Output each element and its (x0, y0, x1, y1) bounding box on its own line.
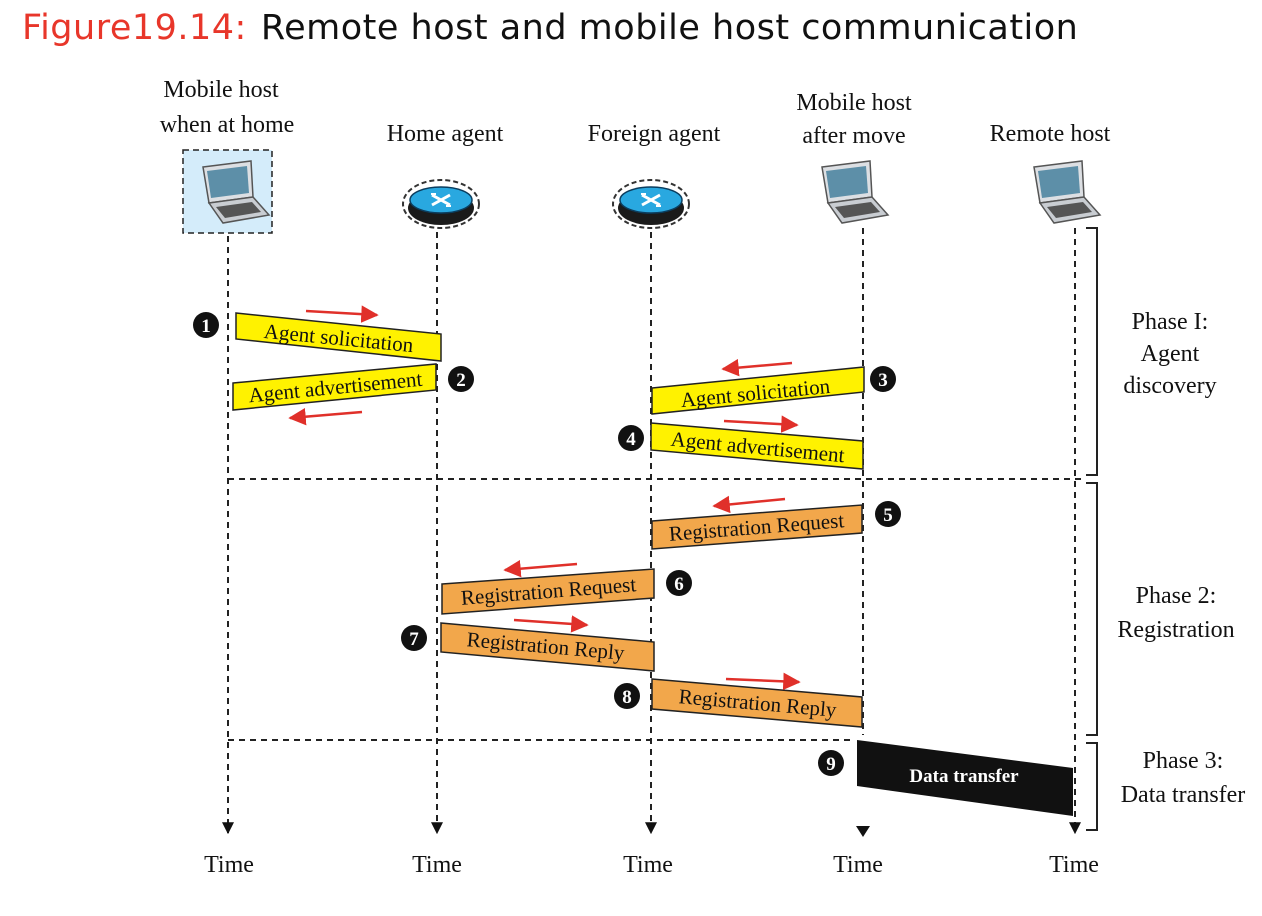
router-icon (611, 178, 691, 230)
direction-arrow (721, 358, 793, 377)
message-7: Registration Reply 7 (401, 615, 655, 672)
lifeline-end-arrow (856, 826, 870, 837)
phase-label-line: Phase I: (1132, 309, 1209, 335)
message-box (857, 740, 1073, 816)
step-number: 2 (456, 370, 466, 391)
entity-foreign-agent: Foreign agent (588, 121, 721, 230)
phase-label-line: Phase 3: (1143, 748, 1224, 774)
message-4: Agent advertisement 4 (618, 415, 864, 470)
entity-label-line: Mobile host (163, 77, 279, 103)
phase-label-1: Phase I: Agent discovery (1123, 309, 1216, 399)
step-number: 9 (826, 754, 836, 775)
figure-number: Figure19.14: (22, 8, 247, 48)
message-box (235, 312, 442, 362)
entity-label-line: Mobile host (796, 90, 912, 116)
step-number: 8 (622, 687, 632, 708)
step-badge (193, 312, 219, 338)
step-number: 7 (409, 629, 419, 650)
message-box (441, 568, 655, 615)
phase-label-line: Agent (1141, 341, 1200, 367)
step-badge (818, 750, 844, 776)
phase-bracket-1 (1086, 227, 1098, 476)
router-icon (401, 178, 481, 230)
step-number: 3 (878, 370, 888, 391)
time-labels: Time Time Time Time Time (204, 852, 1099, 878)
entity-mobile-home: Mobile host when at home (160, 77, 295, 234)
time-label: Time (204, 852, 254, 878)
direction-arrow (723, 415, 799, 433)
entity-mobile-moved: Mobile host after move (796, 90, 912, 224)
entity-label-line: when at home (160, 112, 295, 138)
step-badge (614, 683, 640, 709)
direction-arrow (503, 559, 578, 578)
message-box (651, 504, 863, 550)
step-number: 4 (626, 429, 636, 450)
step-badge (870, 366, 896, 392)
phase-bracket-2 (1086, 482, 1098, 736)
direction-arrow (712, 495, 786, 514)
phase-label-line: Registration (1117, 617, 1234, 643)
entity-label-line: after move (802, 123, 905, 149)
lifelines (222, 228, 1081, 835)
phase-bracket-3 (1086, 742, 1098, 831)
figure-caption: Remote host and mobile host communicatio… (260, 8, 1079, 48)
phase-label-line: Phase 2: (1136, 583, 1217, 609)
laptop-icon (821, 160, 889, 224)
message-label: Data transfer (909, 766, 1019, 787)
phase-label-line: Data transfer (1121, 782, 1246, 808)
direction-arrow (288, 407, 363, 426)
time-label: Time (833, 852, 883, 878)
time-label: Time (623, 852, 673, 878)
figure-title: Figure19.14: Remote host and mobile host … (22, 8, 1078, 48)
entity-remote-host: Remote host (990, 121, 1111, 224)
time-label: Time (412, 852, 462, 878)
phase-brackets (1086, 227, 1098, 831)
time-label: Time (1049, 852, 1099, 878)
message-9: Data transfer 9 (818, 740, 1073, 816)
phase-separators (228, 478, 1082, 741)
step-number: 1 (201, 316, 211, 337)
direction-arrow (513, 615, 589, 633)
step-badge (666, 570, 692, 596)
message-6: Registration Request 6 (441, 559, 692, 615)
message-1: Agent solicitation 1 (193, 305, 442, 362)
direction-arrow (725, 672, 801, 691)
message-box (232, 363, 437, 411)
entity-home-agent: Home agent (387, 121, 504, 230)
step-number: 5 (883, 505, 893, 526)
entity-label-line: Home agent (387, 121, 504, 147)
step-badge (618, 425, 644, 451)
entity-label-line: Remote host (990, 121, 1111, 147)
step-badge (401, 625, 427, 651)
phase-label-line: discovery (1123, 373, 1216, 399)
message-box (650, 422, 864, 470)
step-number: 6 (674, 574, 684, 595)
message-box (651, 366, 865, 415)
direction-arrow (305, 305, 379, 323)
message-5: Registration Request 5 (651, 495, 901, 550)
message-3: Agent solicitation 3 (651, 358, 896, 415)
step-badge (448, 366, 474, 392)
message-box (651, 678, 863, 728)
laptop-icon (1033, 160, 1101, 224)
entity-label-line: Foreign agent (588, 121, 721, 147)
phase-label-2: Phase 2: Registration (1117, 583, 1234, 643)
phase-label-3: Phase 3: Data transfer (1121, 748, 1246, 808)
message-box (440, 622, 655, 672)
step-badge (875, 501, 901, 527)
